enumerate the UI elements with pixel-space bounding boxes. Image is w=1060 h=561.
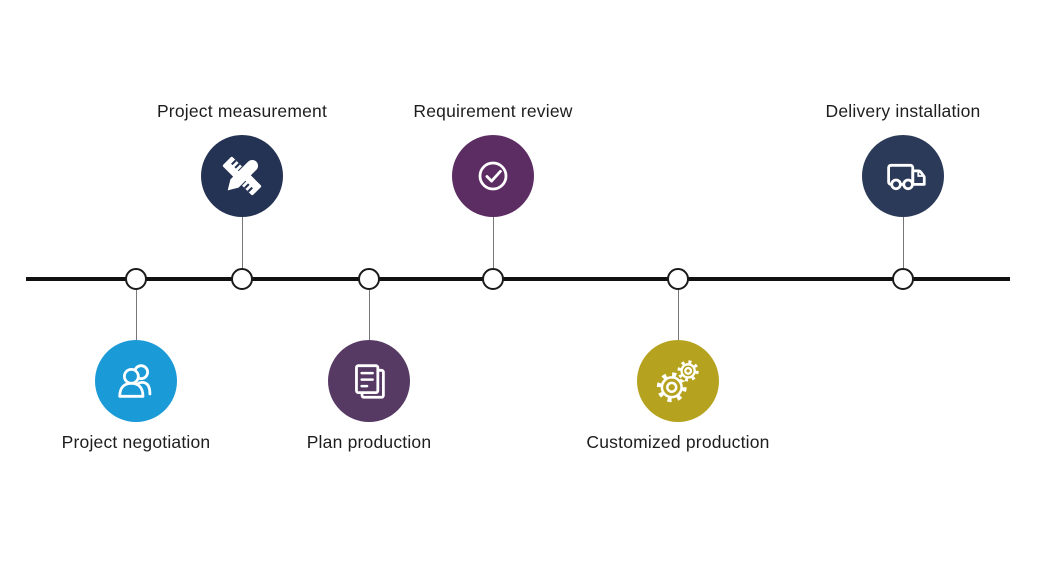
step-delivery-installation: Delivery installation [753,0,1053,561]
timeline-node [482,268,504,290]
connector-line [242,217,243,268]
step-project-measurement: Project measurement [92,0,392,561]
timeline-line [26,277,1010,281]
truck-icon [862,135,944,217]
people-icon [95,340,177,422]
connector-line [493,217,494,268]
connector-line [369,290,370,340]
step-requirement-review: Requirement review [343,0,643,561]
check-icon [452,135,534,217]
ruler-pencil-icon [201,135,283,217]
step-project-negotiation: Project negotiation [0,0,286,561]
connector-line [678,290,679,340]
step-label: Customized production [586,432,770,452]
timeline-node [125,268,147,290]
step-label: Plan production [306,432,432,452]
document-icon [328,340,410,422]
timeline-node [667,268,689,290]
connector-line [136,290,137,340]
timeline-node [231,268,253,290]
step-label: Project measurement [156,101,328,121]
step-label: Project negotiation [61,432,211,452]
step-label: Requirement review [413,101,573,121]
step-customized-production: Customized production [528,0,828,561]
step-plan-production: Plan production [219,0,519,561]
step-label: Delivery installation [825,101,981,121]
connector-line [903,217,904,268]
gears-icon [637,340,719,422]
timeline-node [358,268,380,290]
timeline-node [892,268,914,290]
